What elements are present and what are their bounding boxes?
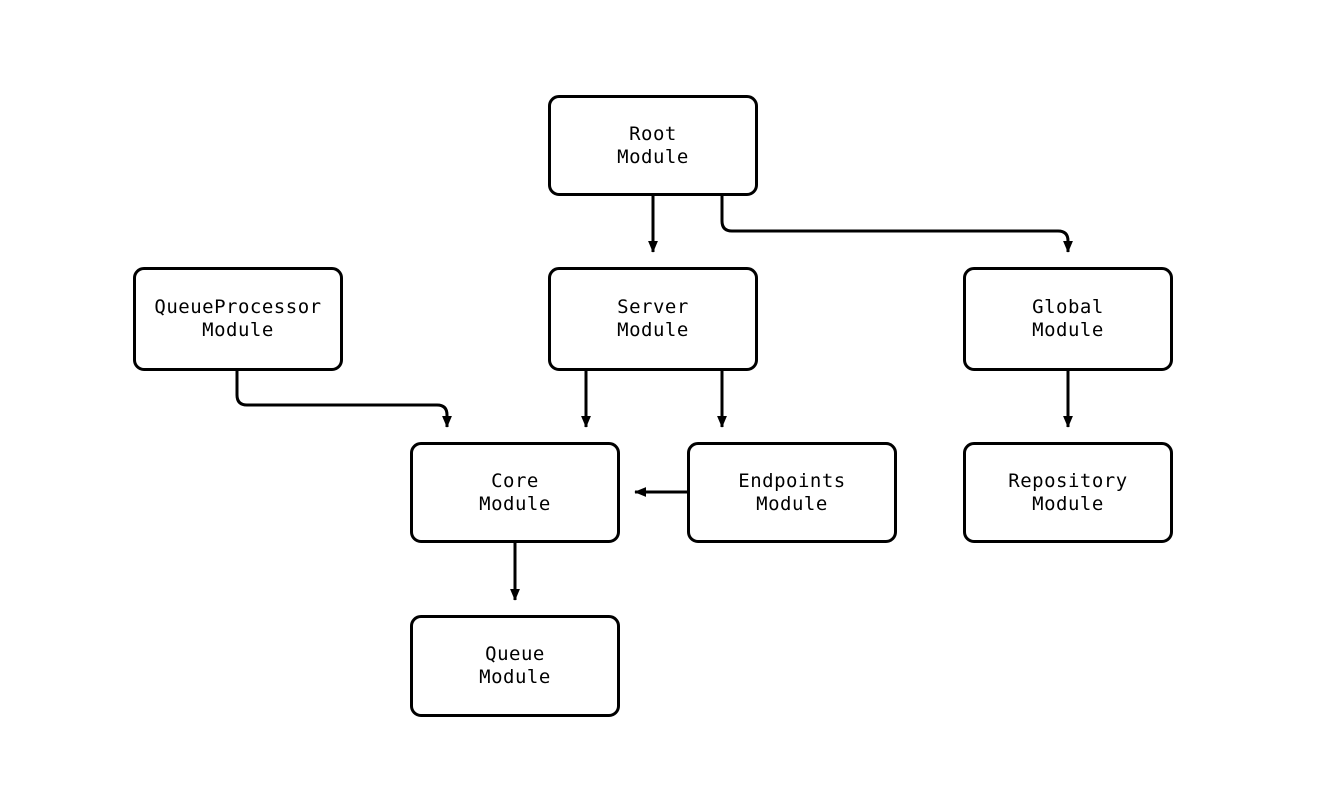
node-queueprocessor[interactable]: QueueProcessor Module — [133, 267, 343, 371]
node-root-label-line2: Module — [617, 145, 689, 168]
node-queue-label-line1: Queue — [485, 643, 545, 665]
node-core-label-line2: Module — [479, 492, 551, 515]
node-root[interactable]: Root Module — [548, 95, 758, 196]
node-queue[interactable]: Queue Module — [410, 615, 620, 717]
node-queue-label-line2: Module — [479, 666, 551, 688]
edge-root-to-global — [720, 196, 1073, 253]
node-endpoints-label-line2: Module — [756, 492, 828, 515]
edge-queueprocessor-to-core — [235, 371, 452, 428]
node-endpoints-label-line1: Endpoints — [738, 469, 846, 492]
node-core[interactable]: Core Module — [410, 442, 620, 543]
node-repository[interactable]: Repository Module — [963, 442, 1173, 543]
node-server[interactable]: Server Module — [548, 267, 758, 371]
node-queueprocessor-label-line2: Module — [202, 319, 274, 341]
node-core-label-line1: Core — [491, 469, 539, 492]
node-global-label-line1: Global — [1032, 296, 1104, 318]
node-endpoints[interactable]: Endpoints Module — [687, 442, 897, 543]
node-global-label-line2: Module — [1032, 319, 1104, 341]
node-repository-label-line1: Repository — [1008, 469, 1128, 492]
node-queueprocessor-label-line1: QueueProcessor — [154, 296, 322, 318]
node-global[interactable]: Global Module — [963, 267, 1173, 371]
node-root-label-line1: Root — [629, 122, 677, 145]
node-repository-label-line2: Module — [1032, 492, 1104, 515]
node-server-label-line1: Server — [617, 296, 689, 318]
node-server-label-line2: Module — [617, 319, 689, 341]
